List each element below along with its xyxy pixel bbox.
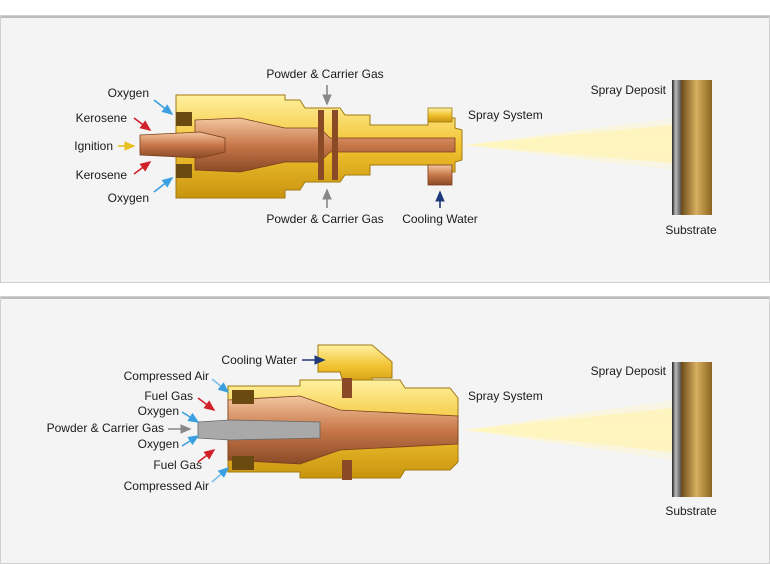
label-powder-carrier-gas: Powder & Carrier Gas	[47, 421, 164, 435]
label-oxygen-bottom: Oxygen	[108, 191, 149, 205]
label-cooling-water: Cooling Water	[402, 212, 478, 226]
label-substrate-2: Substrate	[665, 504, 717, 518]
label-substrate: Substrate	[665, 223, 717, 237]
label-fuel-gas-bottom: Fuel Gas	[153, 458, 202, 472]
label-spray-deposit: Spray Deposit	[591, 83, 667, 97]
label-spray-system: Spray System	[468, 108, 543, 122]
hvof-kerosene-gun: Oxygen Kerosene Ignition Kerosene Oxygen…	[74, 67, 717, 237]
label-oxygen-top: Oxygen	[108, 86, 149, 100]
label-kerosene-bottom: Kerosene	[76, 168, 128, 182]
label-compressed-air-top: Compressed Air	[124, 369, 209, 383]
label-spray-deposit-2: Spray Deposit	[591, 364, 667, 378]
label-ignition: Ignition	[74, 139, 113, 153]
label-powder-top: Powder & Carrier Gas	[266, 67, 383, 81]
label-cooling-water-2: Cooling Water	[221, 353, 297, 367]
label-oxygen-bottom-2: Oxygen	[138, 437, 179, 451]
substrate-block-2	[681, 362, 712, 497]
hvaf-gas-gun: Cooling Water Compressed Air Fuel Gas Ox…	[47, 344, 717, 518]
substrate-block	[681, 80, 712, 215]
label-kerosene-top: Kerosene	[76, 111, 128, 125]
label-spray-system-2: Spray System	[468, 389, 543, 403]
spray-deposit-layer-2	[672, 362, 681, 497]
label-oxygen-top-2: Oxygen	[138, 404, 179, 418]
spray-deposit-layer	[672, 80, 681, 215]
label-compressed-air-bottom: Compressed Air	[124, 479, 209, 493]
label-fuel-gas-top: Fuel Gas	[144, 389, 193, 403]
label-powder-bottom: Powder & Carrier Gas	[266, 212, 383, 226]
